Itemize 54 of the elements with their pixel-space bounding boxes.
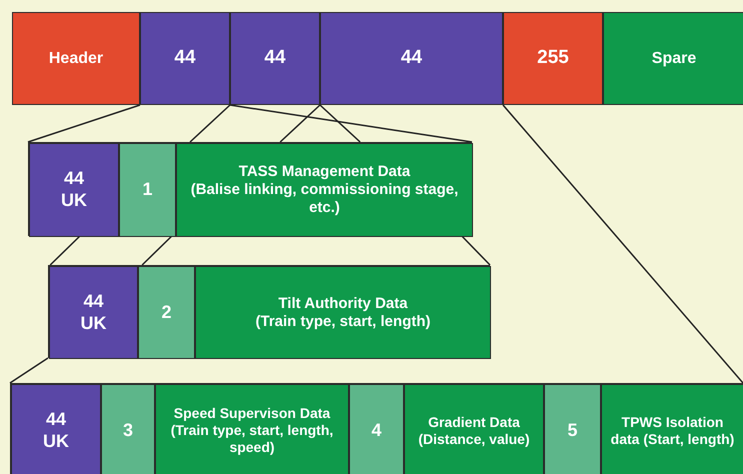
field-row-bar [10,383,743,474]
data-field-box [29,143,119,237]
field-label: (Balise linking, commissioning stage, etc.) [190,181,460,217]
field-label: TASS Management Data [238,163,410,181]
data-field-box [12,12,140,105]
expansion-line [230,104,472,143]
expansion-line [502,104,743,384]
field-label: 3 [122,420,133,442]
data-field-box [195,266,491,359]
field-label: 5 [567,420,578,442]
field-row-bar [28,142,472,236]
data-field-box [119,143,176,237]
expansion-line [280,104,321,143]
expansion-line [10,357,48,384]
field-label: Tilt Authority Data [278,294,408,312]
data-field-box [176,143,473,237]
field-label: Gradient Data [428,414,520,430]
data-field-box [230,12,320,105]
field-label: Spare [652,48,696,68]
data-field-box [138,266,195,359]
expansion-line [320,104,361,143]
field-label: 255 [537,47,569,70]
expansion-line [50,235,80,266]
field-label: 44 [264,47,286,70]
field-label: 44 UK [42,408,70,452]
field-label: 4 [371,420,382,442]
data-field-box [603,12,743,105]
field-label: 1 [142,179,152,201]
expansion-line [190,104,230,143]
field-label: 44 [400,47,422,70]
field-label: TPWS Isolation data (Start, length) [610,414,736,448]
data-field-box [349,384,404,474]
data-field-box [155,384,349,474]
field-label: Header [48,48,104,68]
field-label: 44 [174,47,196,70]
data-field-box [101,384,155,474]
data-field-box [49,266,138,359]
data-field-box [503,12,603,105]
data-field-box [544,384,601,474]
field-row-bar [48,265,490,358]
expansion-line [461,235,491,266]
data-field-box [404,384,544,474]
data-field-box [601,384,743,474]
data-field-box [11,384,101,474]
expansion-line [28,104,140,143]
field-label: (Train type, start, length) [255,312,431,330]
data-field-box [320,12,503,105]
field-label: 44 UK [60,168,88,212]
expansion-line [142,235,172,266]
field-label: 44 UK [80,290,108,334]
field-label: Speed Supervison Data (Train type, start, length, speed) [170,405,334,456]
data-field-box [140,12,230,105]
field-label: (Distance, value) [418,430,530,448]
field-label: 2 [161,302,172,324]
